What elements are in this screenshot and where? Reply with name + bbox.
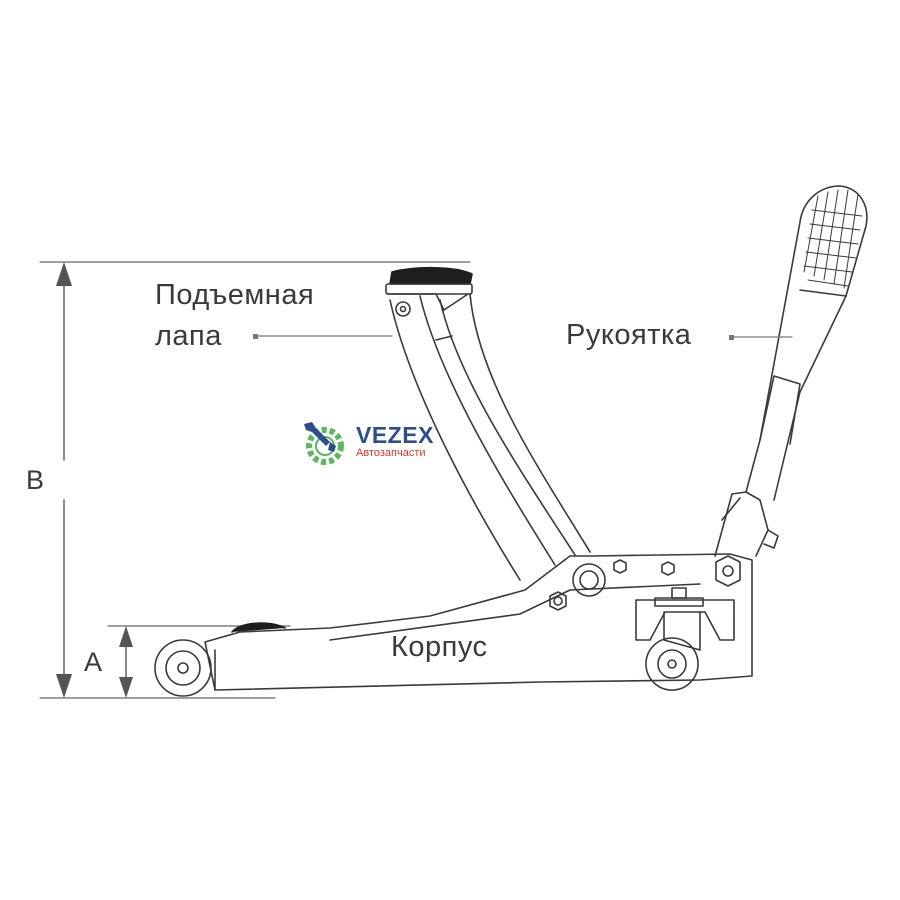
lifting-arm — [385, 266, 591, 581]
dimension-a-label: A — [84, 647, 103, 677]
brand-name: VEZEX — [356, 422, 434, 448]
dimension-b — [39, 261, 471, 699]
brand-logo: VEZEX Автозапчасти — [300, 418, 450, 468]
handle — [714, 185, 868, 557]
handle-grip — [803, 189, 863, 289]
brand-tagline: Автозапчасти — [356, 447, 426, 459]
body-label: Корпус — [391, 631, 488, 663]
rear-caster — [635, 587, 735, 691]
dimension-b-label: B — [26, 465, 45, 495]
lifting-arm-label-line2: лапа — [155, 320, 222, 352]
jack-body — [204, 553, 753, 691]
lifting-arm-label-line1: Подъемная — [155, 279, 315, 311]
wrench-gear-icon — [304, 422, 344, 465]
front-wheel — [154, 639, 212, 697]
handle-label: Рукоятка — [566, 319, 692, 351]
leader-lines — [257, 335, 793, 338]
